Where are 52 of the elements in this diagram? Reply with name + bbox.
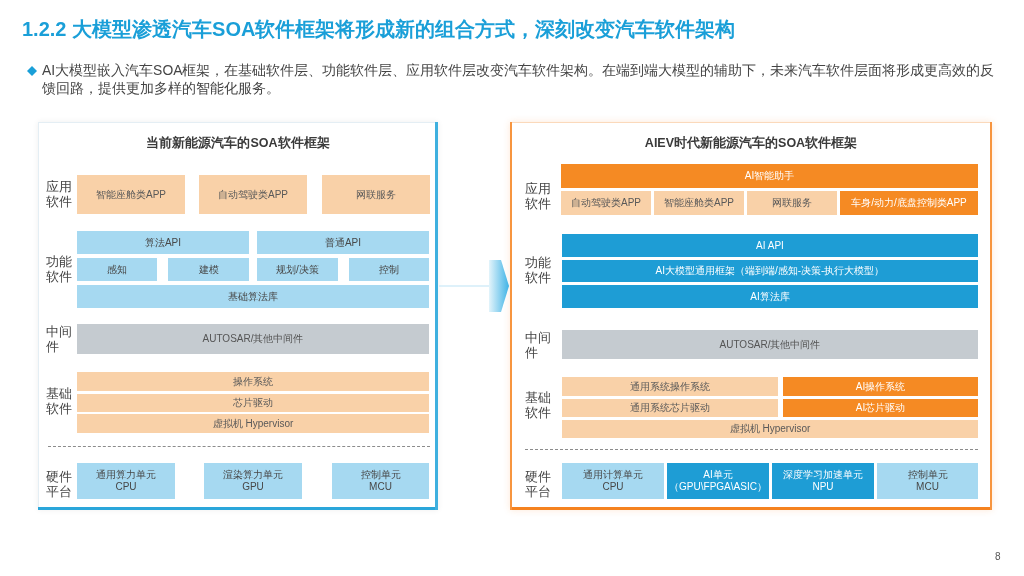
api-bar: AI API	[562, 234, 978, 257]
layer-label: 硬件平台	[46, 470, 72, 500]
layer-label: 基础软件	[46, 387, 72, 417]
library-bar: 基础算法库	[77, 285, 429, 308]
function-box: 感知	[77, 258, 157, 281]
function-box: 规划/决策	[257, 258, 338, 281]
panel-title: AIEV时代新能源汽车的SOA软件框架	[644, 136, 858, 151]
layer-label: 功能软件	[46, 255, 72, 285]
os-bar: 通用系统操作系统	[562, 377, 778, 396]
hardware-box: 渲染算力单元 GPU	[204, 463, 302, 499]
layer-label: 硬件平台	[525, 470, 551, 500]
page-number: 8	[995, 551, 1001, 563]
layer-label: 中间件	[46, 325, 72, 355]
app-box: 自动驾驶类APP	[199, 175, 307, 214]
api-box: 普通API	[257, 231, 429, 254]
layer-label: 中间件	[525, 331, 551, 361]
driver-bar: 通用系统芯片驱动	[562, 399, 778, 417]
intro-paragraph: AI大模型嵌入汽车SOA框架，在基础软件层、功能软件层、应用软件层改变汽车软件架构。在端到端大模型的辅助下，未来汽车软件层面将形成更高效的反馈回路，提供更加多样的智能化服务。	[42, 61, 996, 97]
framework-panel	[510, 122, 992, 510]
hypervisor-bar: 虚拟机 Hypervisor	[562, 420, 978, 438]
app-box: 车身/动力/底盘控制类APP	[840, 191, 978, 215]
api-box: 算法API	[77, 231, 249, 254]
hypervisor-bar: 虚拟机 Hypervisor	[77, 414, 429, 433]
middleware-bar: AUTOSAR/其他中间件	[77, 324, 429, 354]
library-bar: AI算法库	[562, 285, 978, 308]
framework-panel	[38, 122, 438, 510]
panel-title: 当前新能源汽车的SOA软件框架	[146, 136, 330, 151]
hardware-box: AI单元（GPU\FPGA\ASIC）	[667, 463, 769, 499]
hardware-box: 深度学习加速单元 NPU	[772, 463, 874, 499]
driver-bar: AI芯片驱动	[783, 399, 978, 417]
hardware-box: 通用计算单元 CPU	[562, 463, 664, 499]
hardware-box: 控制单元 MCU	[877, 463, 978, 499]
middleware-bar: AUTOSAR/其他中间件	[562, 330, 978, 359]
layer-label: 基础软件	[525, 391, 551, 421]
app-box: 自动驾驶类APP	[561, 191, 651, 215]
os-bar: AI操作系统	[783, 377, 978, 396]
driver-bar: 芯片驱动	[77, 394, 429, 412]
assistant-bar: AI智能助手	[561, 164, 978, 188]
layer-label: 功能软件	[525, 256, 551, 286]
hardware-box: 通用算力单元 CPU	[77, 463, 175, 499]
layer-label: 应用软件	[525, 182, 551, 212]
app-box: 智能座舱类APP	[654, 191, 744, 215]
service-box: 网联服务	[747, 191, 837, 215]
service-box: 网联服务	[322, 175, 430, 214]
function-box: 控制	[349, 258, 429, 281]
app-box: 智能座舱类APP	[77, 175, 185, 214]
os-bar: 操作系统	[77, 372, 429, 391]
function-box: 建模	[168, 258, 249, 281]
layer-label: 应用软件	[46, 180, 72, 210]
slide-title: 1.2.2 大模型渗透汽车SOA软件框架将形成新的组合方式，深刻改变汽车软件架构	[22, 17, 736, 42]
framework-bar: AI大模型通用框架（端到端/感知-决策-执行大模型）	[562, 260, 978, 282]
hardware-box: 控制单元 MCU	[332, 463, 429, 499]
